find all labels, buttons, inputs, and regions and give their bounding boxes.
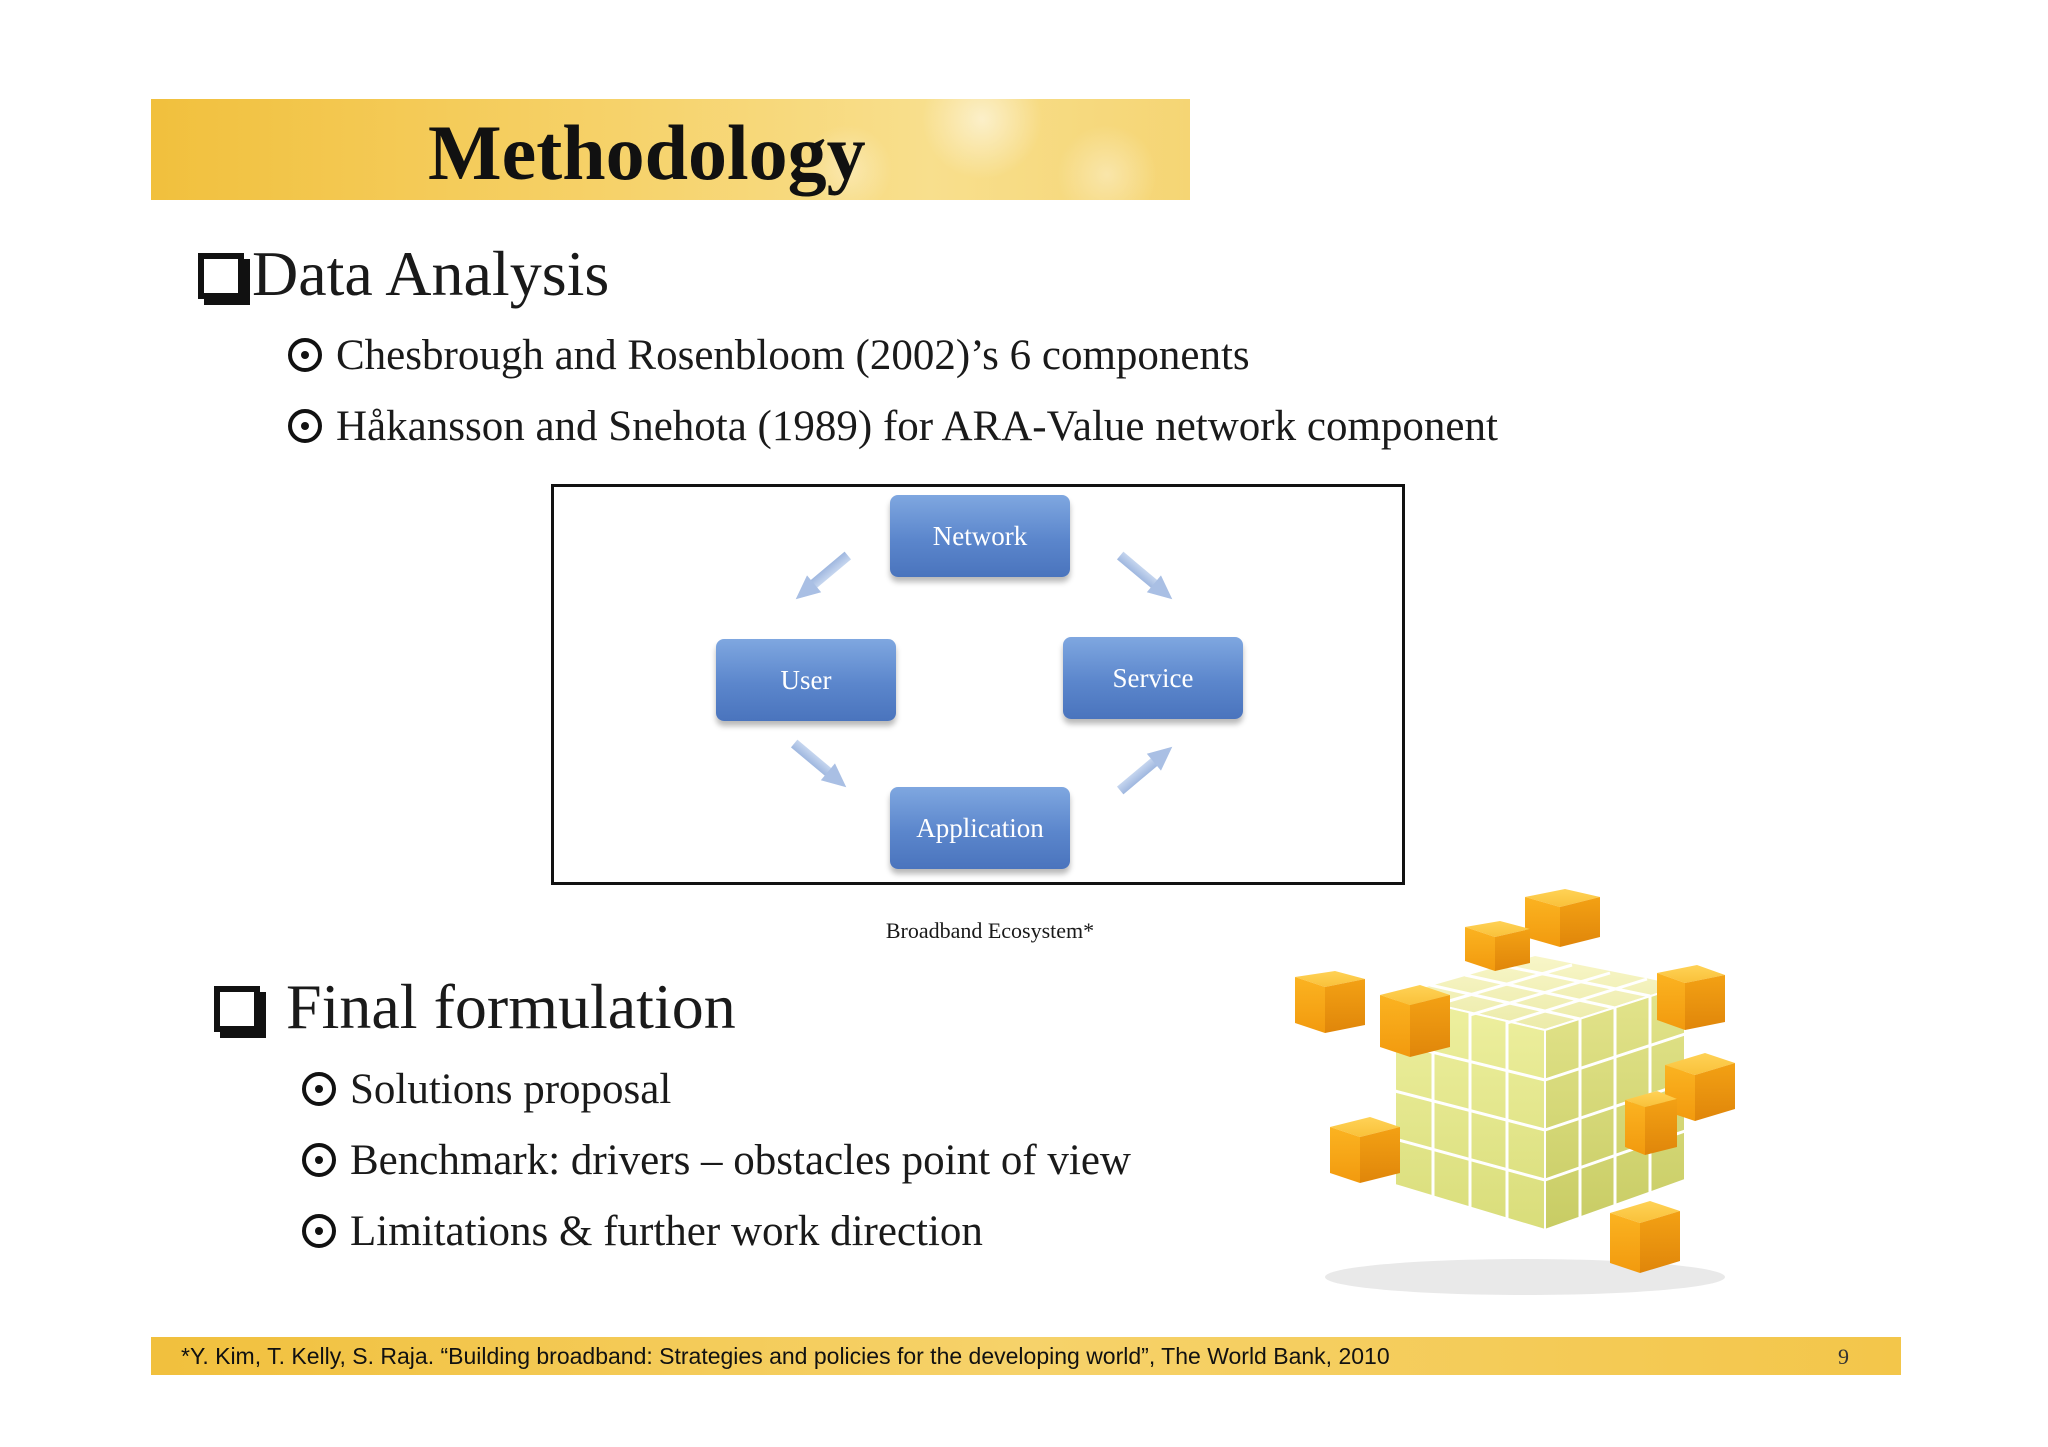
footer-bar xyxy=(151,1337,1901,1375)
bullet-text: Benchmark: drivers – obstacles point of … xyxy=(350,1137,1131,1184)
title-banner xyxy=(151,99,1190,200)
section-heading-data-analysis: Data Analysis xyxy=(198,237,609,311)
circle-bullet-icon xyxy=(302,1072,336,1106)
arrow-user-to-application-icon xyxy=(787,735,855,797)
circle-bullet-icon xyxy=(288,338,322,372)
cube-blocks-icon xyxy=(1285,885,1765,1305)
node-user: User xyxy=(716,639,896,721)
checkbox-bullet-icon xyxy=(198,253,244,299)
page-number: 9 xyxy=(1838,1344,1849,1369)
node-application: Application xyxy=(890,787,1070,869)
section-heading-final-formulation: Final formulation xyxy=(214,970,736,1044)
bullet-item: Håkansson and Snehota (1989) for ARA-Val… xyxy=(288,401,1498,453)
arrow-network-to-service-icon xyxy=(1113,547,1181,609)
ecosystem-diagram: Network User Service Application xyxy=(551,484,1405,885)
section-heading-text: Data Analysis xyxy=(252,238,610,309)
bullet-item: Solutions proposal xyxy=(302,1064,671,1116)
bullet-text: Solutions proposal xyxy=(350,1066,672,1113)
arrow-application-to-service-icon xyxy=(1113,737,1181,799)
bullet-text: Chesbrough and Rosenbloom (2002)’s 6 com… xyxy=(336,332,1250,379)
section-heading-text: Final formulation xyxy=(286,971,736,1042)
footer-citation: *Y. Kim, T. Kelly, S. Raja. “Building br… xyxy=(181,1343,1390,1369)
diagram-caption: Broadband Ecosystem* xyxy=(885,918,1095,943)
bullet-item: Benchmark: drivers – obstacles point of … xyxy=(302,1135,1131,1187)
node-network: Network xyxy=(890,495,1070,577)
circle-bullet-icon xyxy=(288,409,322,443)
slide-title: Methodology xyxy=(428,109,866,196)
bullet-text: Limitations & further work direction xyxy=(350,1208,983,1255)
arrow-network-to-user-icon xyxy=(787,547,855,609)
bullet-item: Chesbrough and Rosenbloom (2002)’s 6 com… xyxy=(288,330,1250,382)
checkbox-bullet-icon xyxy=(214,986,260,1032)
bullet-item: Limitations & further work direction xyxy=(302,1206,983,1258)
node-service: Service xyxy=(1063,637,1243,719)
circle-bullet-icon xyxy=(302,1143,336,1177)
circle-bullet-icon xyxy=(302,1214,336,1248)
bullet-text: Håkansson and Snehota (1989) for ARA-Val… xyxy=(336,403,1498,450)
